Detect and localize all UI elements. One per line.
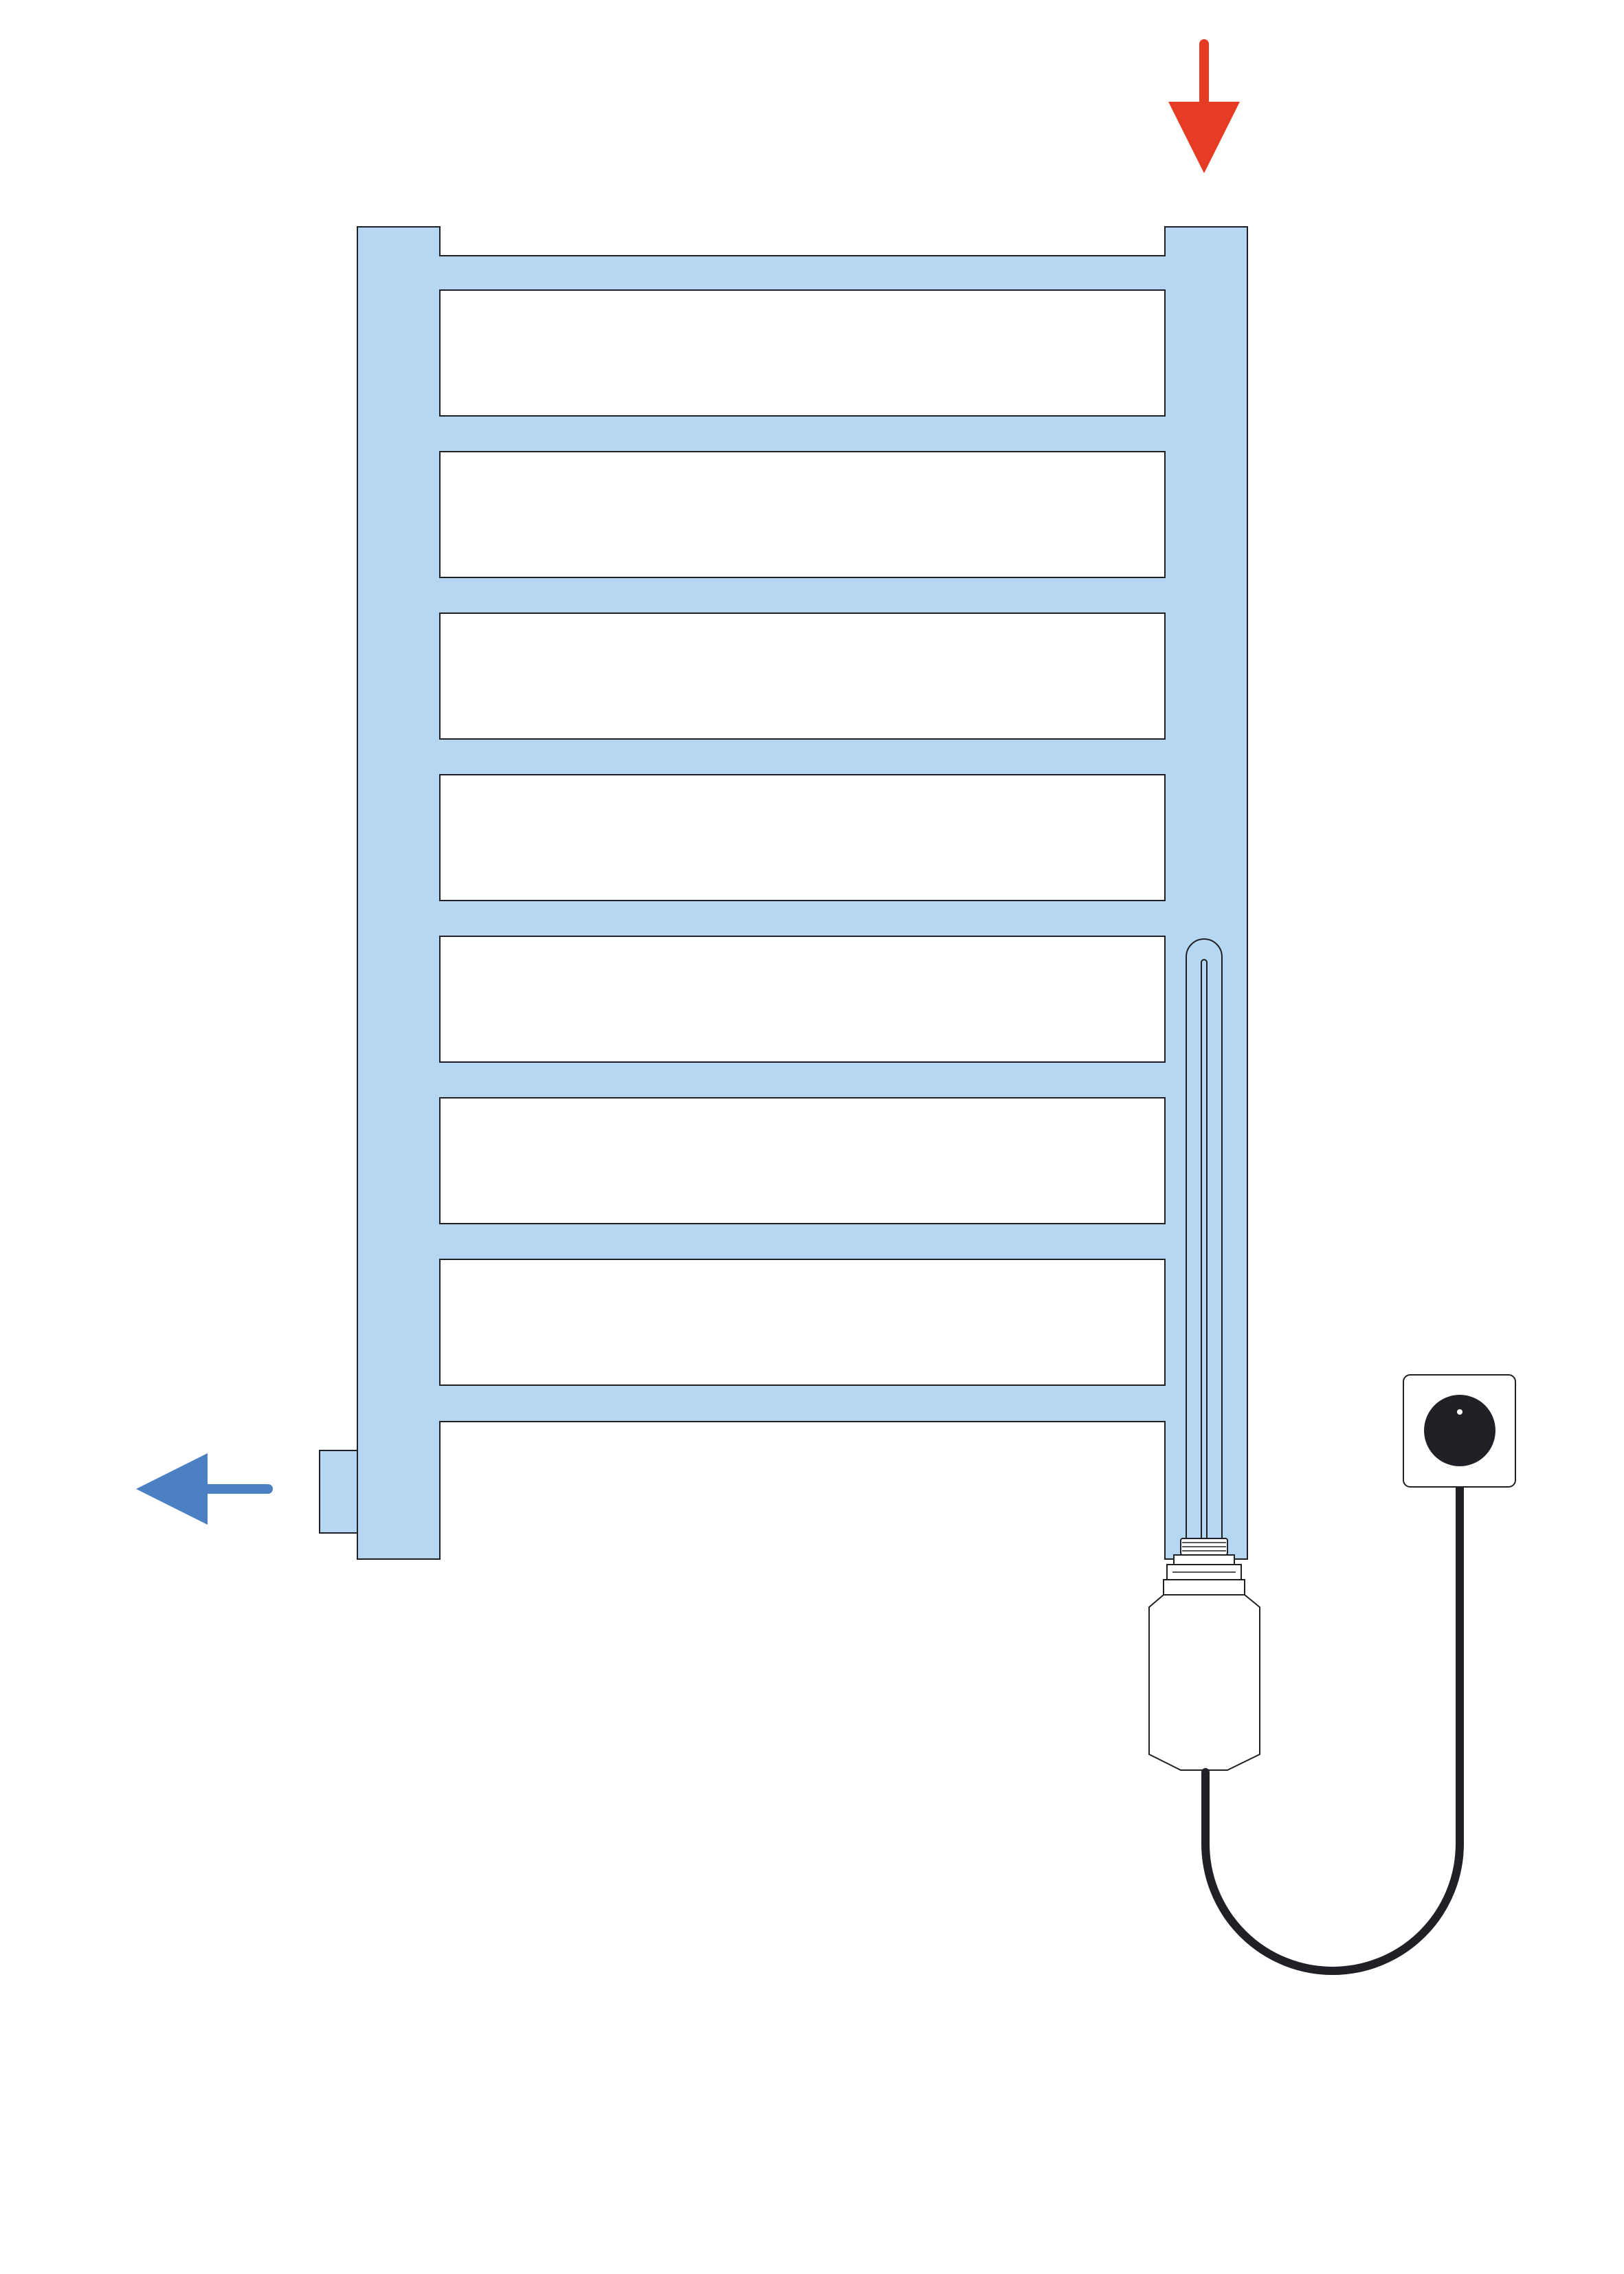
wall-socket-icon	[1403, 1374, 1516, 1488]
arrow-down-icon	[1168, 39, 1240, 173]
power-cable	[1201, 1450, 1464, 1975]
arrow-left-icon	[136, 1453, 273, 1525]
radiator-frame	[357, 226, 1248, 1560]
heating-rod-inner	[1201, 959, 1208, 1540]
element-thread-connector	[1163, 1538, 1245, 1596]
outlet-fitting	[319, 1450, 358, 1534]
heating-rod-outer	[1186, 938, 1223, 1555]
heating-element-controller	[1148, 1594, 1260, 1771]
heating-element-rod	[1186, 938, 1223, 1555]
